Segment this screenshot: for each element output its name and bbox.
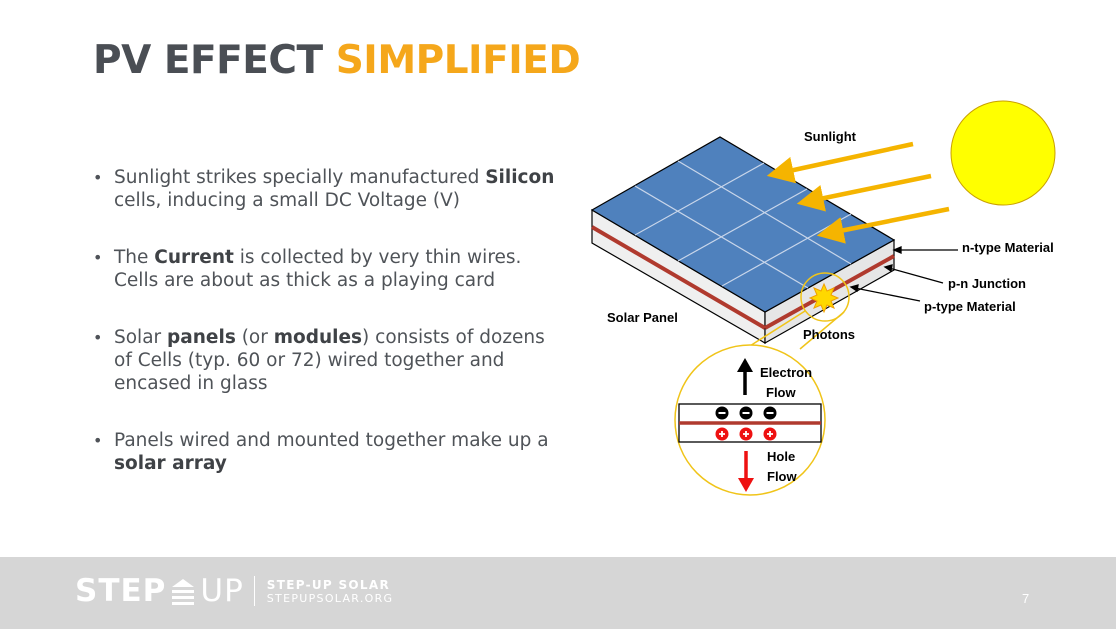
sunlight-arrows [766,141,950,244]
sunlight-arrow-3 [816,206,950,244]
bullet-bold-text: Current [154,247,234,268]
logo-text: STEP-UP SOLAR STEPUPSOLAR.ORG [267,578,394,605]
pn-junction-label: p-n Junction [948,276,1026,291]
logo-word-up: UP [200,573,244,609]
photon-spot-ring [800,272,850,322]
logo-word-step: STEP [75,573,167,609]
solar-panel-label: Solar Panel [607,310,678,325]
bullet-bold-text: modules [273,327,363,348]
electron-flow-label-line2: Flow [766,385,796,400]
bullet-bold-text: Silicon [485,167,555,188]
bullet-list: • Sunlight strikes specially manufactured… [93,166,563,509]
bullet-item: • Sunlight strikes specially manufactured… [93,166,563,212]
sunlight-arrow-1 [766,141,914,184]
pv-diagram: Sunlight n-type Material p-n Junction p-… [590,100,1056,496]
bullet-text: is collected by very thin wires. Cells a… [114,247,522,291]
hole-flow-arrow [738,451,754,492]
electron-charges [715,406,777,420]
bullet-text: The [114,247,155,268]
photon-burst-icon [808,282,840,314]
sunlight-label: Sunlight [804,129,857,144]
bullet-bold-text: panels [167,327,236,348]
bullet-dot: • [93,168,103,187]
magnified-view [674,344,826,496]
bullet-text: Panels wired and mounted together make u… [114,430,549,451]
bullet-item: • The Current is collected by very thin w… [93,246,563,292]
bullet-item: • Panels wired and mounted together make … [93,429,563,475]
bullet-dot: • [93,431,103,450]
bullet-dot: • [93,248,103,267]
hole-charges [715,427,777,441]
electron-flow-label-line1: Electron [760,365,812,380]
slide-title-part2: SIMPLIFIED [335,38,581,83]
bullet-item: • Solar panels (or modules) consists of d… [93,326,563,395]
hole-flow-label-line1: Hole [767,449,795,464]
company-url: STEPUPSOLAR.ORG [266,591,394,605]
electron-flow-arrow [737,358,753,395]
bullet-text: ) consists of dozens of Cells (typ. 60 o… [114,327,545,394]
n-type-label: n-type Material [962,240,1054,255]
stepup-logo: STEP UP STEP-UP SOLAR STEPUPSOLAR.ORG [75,575,393,607]
stairs-icon [172,579,195,605]
bullet-dot: • [93,328,103,347]
slide-title-part1: PV EFFECT [93,38,336,83]
page-number: 7 [1022,591,1030,606]
bullet-text: Solar [114,327,168,348]
hole-flow-label-line2: Flow [767,469,797,484]
sun-icon [950,100,1056,206]
p-type-label: p-type Material [924,299,1016,314]
company-name: STEP-UP SOLAR [266,577,390,592]
footer-bar: STEP UP STEP-UP SOLAR STEPUPSOLAR.ORG 7 [0,557,1116,629]
photons-label: Photons [803,327,855,342]
bullet-text: Sunlight strikes specially manufactured [114,167,486,188]
sunlight-arrow-2 [796,173,932,212]
logo-divider [253,576,255,606]
bullet-text: (or [235,327,274,348]
slide-title: PV EFFECT SIMPLIFIED [93,38,581,84]
bullet-text: cells, inducing a small DC Voltage (V) [114,190,461,211]
bullet-bold-text: solar array [114,453,227,474]
